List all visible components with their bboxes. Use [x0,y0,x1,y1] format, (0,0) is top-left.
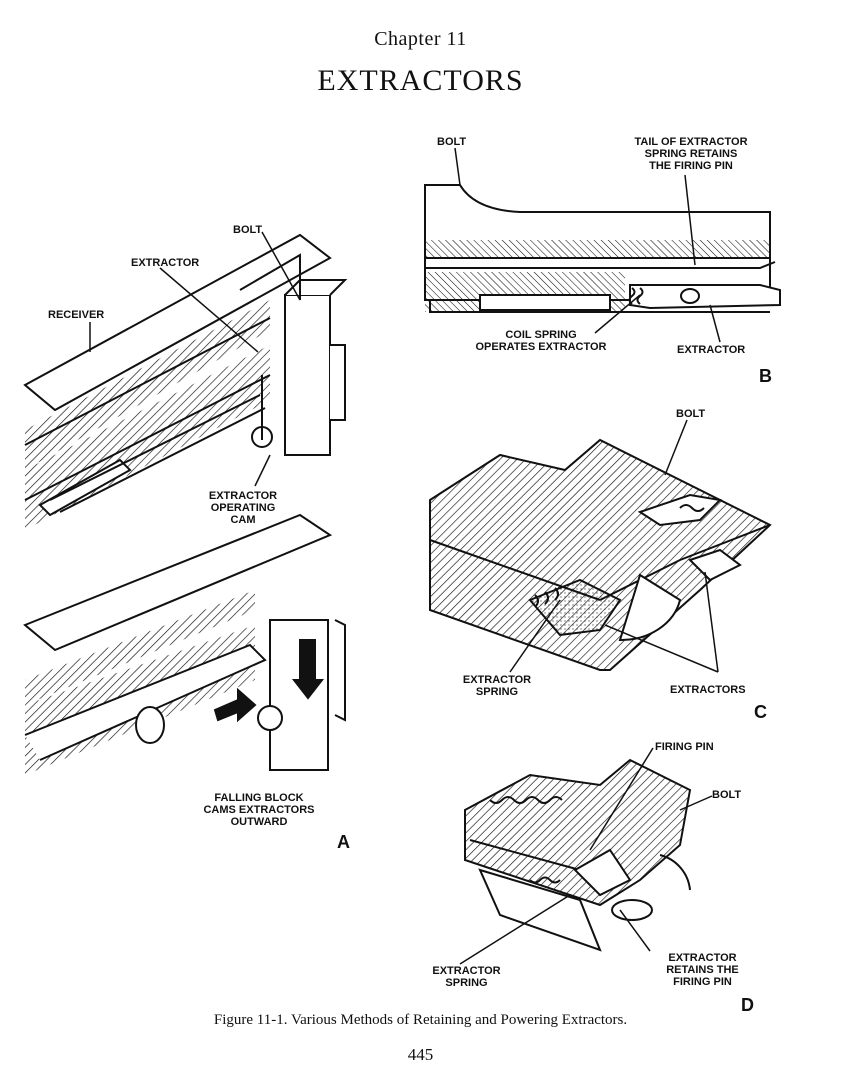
label-bolt-d: BOLT [712,789,742,801]
label-bolt-c: BOLT [676,408,706,420]
label-extractor-b: EXTRACTOR [677,344,746,356]
label-falling-block: FALLING BLOCK CAMS EXTRACTORS OUTWARD [203,792,315,828]
figure-a-top-drawing [23,233,348,530]
chapter-heading: Chapter 11 [374,28,467,50]
figure-letter-d: D [741,995,754,1015]
figure-letter-a: A [337,832,350,852]
label-extractor-spring-d: EXTRACTOR SPRING [432,965,501,989]
label-bolt-a: BOLT [233,224,263,236]
figure-b-drawing [424,184,781,313]
label-bolt-b: BOLT [437,136,467,148]
label-extractor-spring-c: EXTRACTOR SPRING [462,674,532,698]
leader-lines [89,147,721,965]
figure-a-bottom-drawing [23,513,346,775]
label-extractor-retains-firing-pin: EXTRACTOR RETAINS THE FIRING PIN [666,952,739,988]
figure-c-drawing [429,438,772,671]
label-tail-of-extractor-spring: TAIL OF EXTRACTOR SPRING RETAINS THE FIR… [634,136,748,172]
label-coil-spring: COIL SPRING OPERATES EXTRACTOR [475,329,607,353]
page-number: 445 [407,1045,434,1064]
label-extractors: EXTRACTORS [670,684,746,696]
label-receiver: RECEIVER [48,309,105,321]
label-extractor-a: EXTRACTOR [131,257,200,269]
label-firing-pin: FIRING PIN [655,741,714,753]
page-title: EXTRACTORS [317,64,524,97]
label-extractor-operating-cam: EXTRACTOR OPERATING CAM [208,490,278,526]
figure-letter-b: B [759,366,772,386]
figure-letter-c: C [754,702,767,722]
figure-d-drawing [464,758,692,952]
figure-caption: Figure 11-1. Various Methods of Retainin… [213,1012,628,1028]
